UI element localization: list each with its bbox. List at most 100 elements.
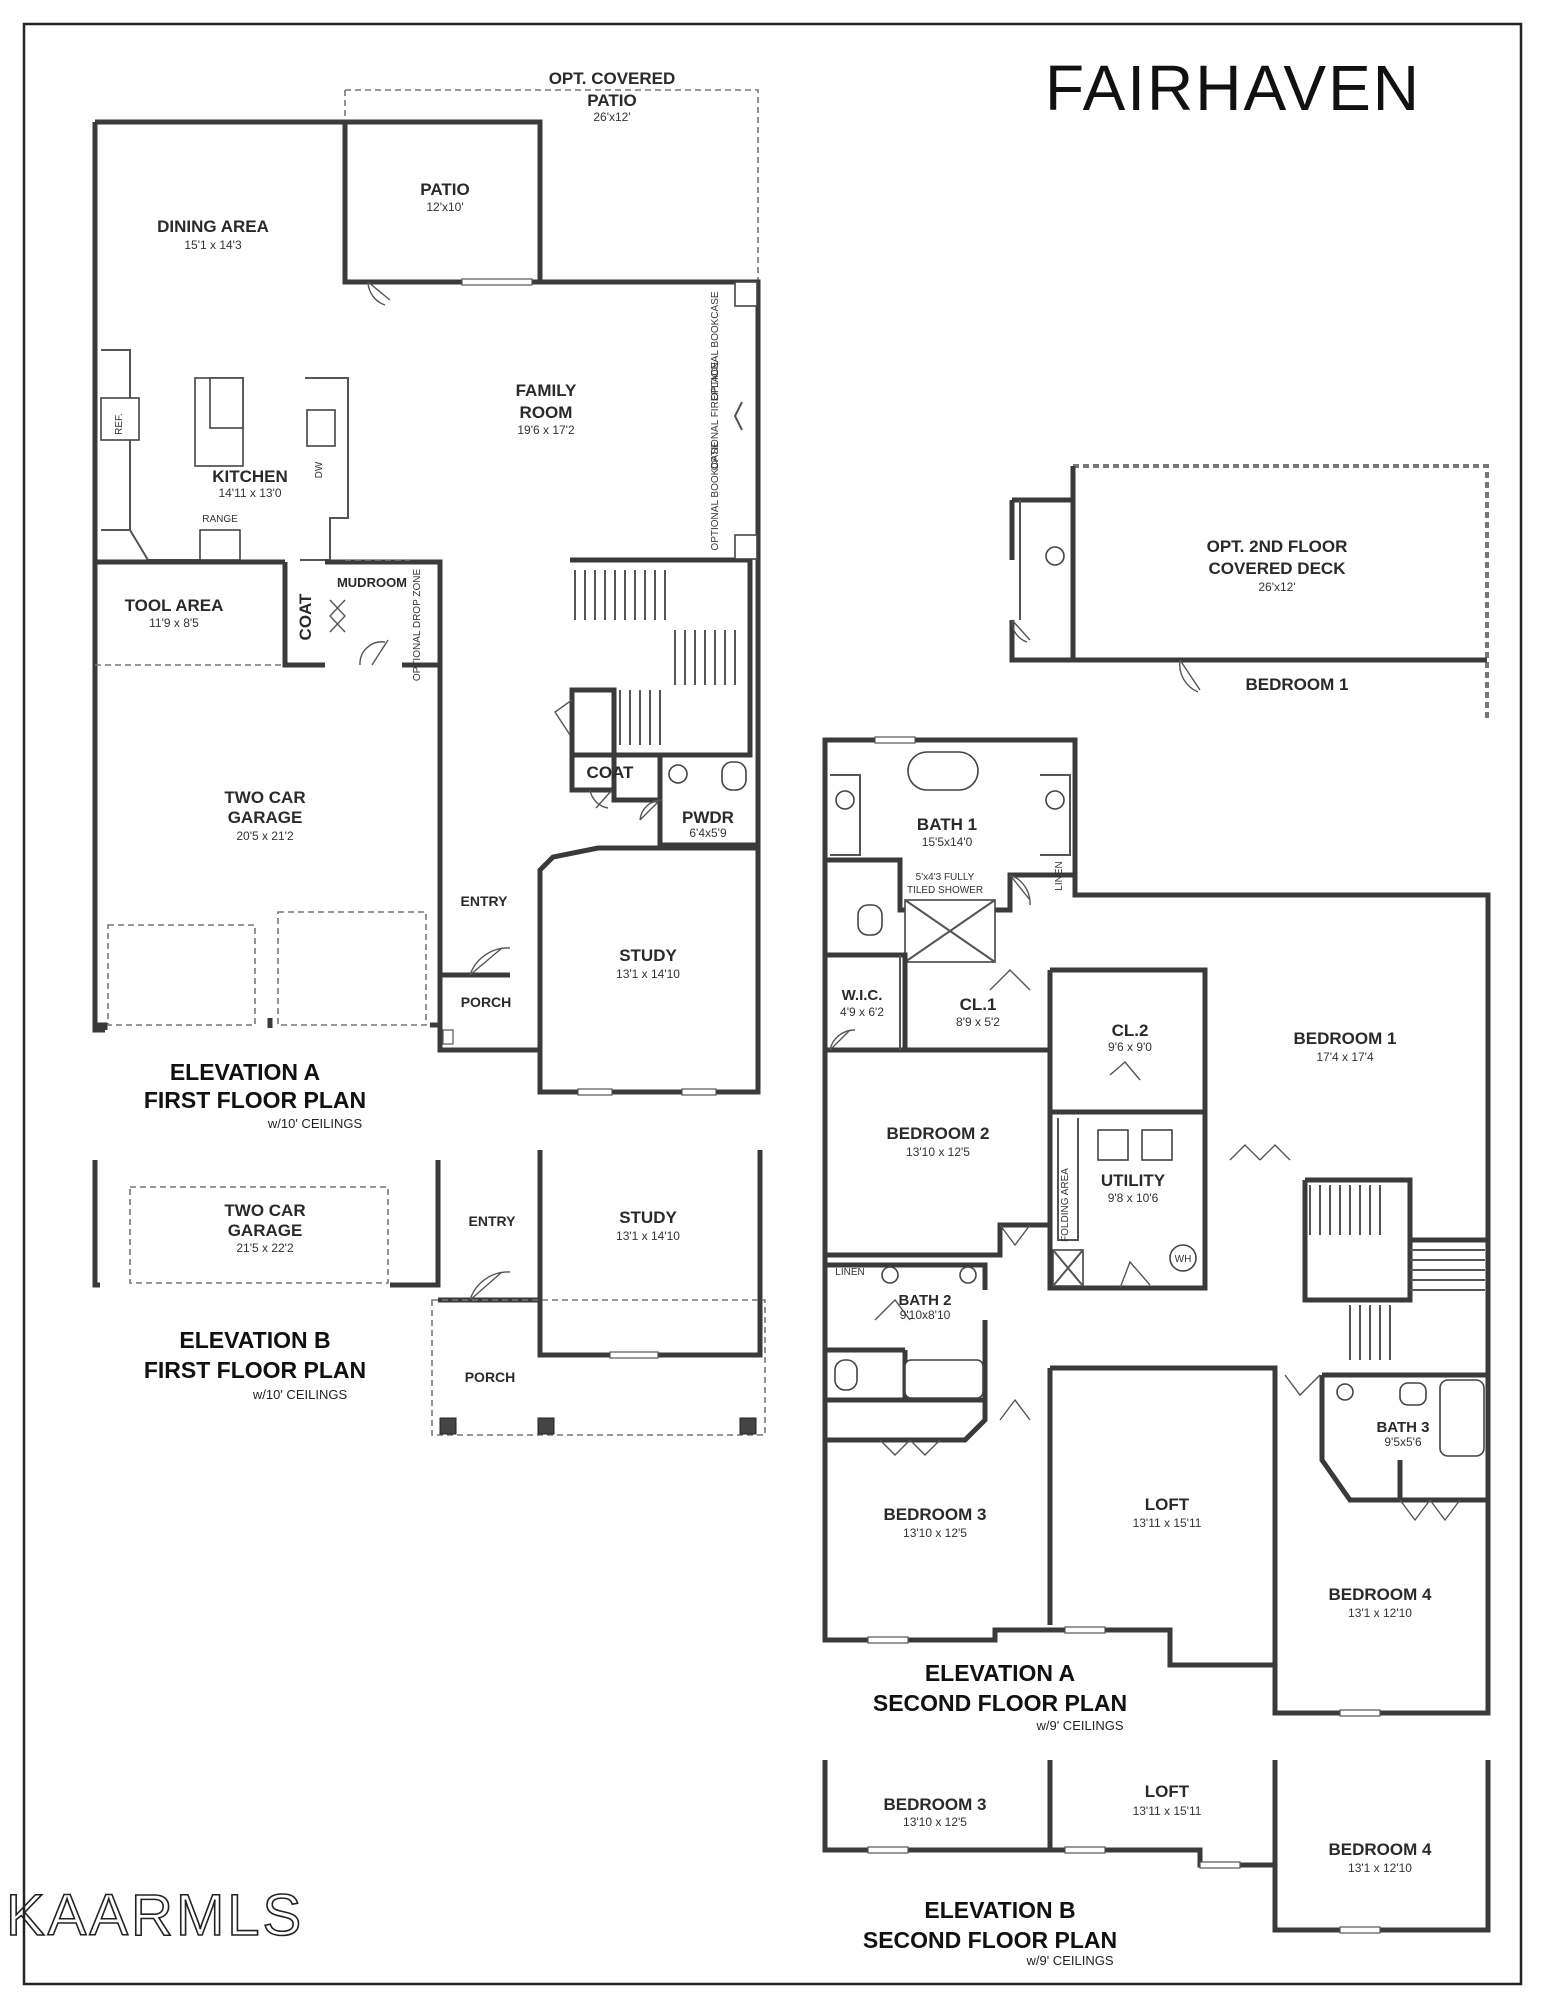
shower-cross — [904, 899, 996, 963]
patio-dims: 12'x10' — [426, 200, 463, 214]
bedroom1-label: BEDROOM 1 — [1294, 1029, 1397, 1048]
bedroom3-dims: 13'10 x 12'5 — [903, 1526, 967, 1540]
bath1-door-swing — [1009, 874, 1031, 906]
stair-2f-treads — [1309, 1185, 1485, 1360]
second-b-caption-2: SECOND FLOOR PLAN — [863, 1927, 1117, 1953]
garage-b-label-2: GARAGE — [228, 1221, 303, 1240]
second-b-caption-1: ELEVATION B — [924, 1897, 1075, 1923]
bath2-dims: 9'10x8'10 — [900, 1308, 951, 1322]
garage-b-door — [129, 1186, 389, 1284]
first-b-caption-note: w/10' CEILINGS — [252, 1387, 348, 1402]
opt-covered-patio-outline — [344, 89, 759, 282]
bedroom3-walls — [822, 1365, 1278, 1625]
drop-zone-label: OPTIONAL DROP ZONE — [412, 569, 423, 682]
bedroom4-double-door — [1399, 1499, 1461, 1522]
wh-label: WH — [1175, 1254, 1192, 1265]
garage-door-2 — [277, 911, 427, 1026]
kitchen-sink — [306, 409, 336, 447]
bath2-sink-1 — [881, 1266, 899, 1284]
stair-door-swing — [554, 699, 573, 736]
cl1-label: CL.1 — [960, 995, 997, 1014]
bath1-sink-left — [835, 790, 855, 810]
garage-a-label-1: TWO CAR — [224, 788, 305, 807]
bedroom4-b-label: BEDROOM 4 — [1329, 1840, 1433, 1859]
bedroom3-double-door — [879, 1439, 941, 1456]
entry-b-door-swing — [469, 1271, 511, 1301]
entry-b-label: ENTRY — [469, 1213, 517, 1229]
family-room-label-1: FAMILY — [516, 381, 577, 400]
wic-door-swing — [829, 1029, 856, 1051]
patio-label: PATIO — [420, 180, 469, 199]
pwdr-door-swing — [639, 799, 663, 821]
first-a-caption-note: w/10' CEILINGS — [267, 1116, 363, 1131]
bath2-door-swing — [874, 1298, 911, 1321]
tool-area-dims: 11'9 x 8'5 — [149, 616, 199, 630]
linen-1-label: LINEN — [1054, 861, 1065, 890]
bath2-toilet — [834, 1359, 858, 1391]
folding-area-counter — [1057, 1118, 1079, 1241]
cl1-dims: 8'9 x 5'2 — [956, 1015, 1000, 1029]
shower-label-1: 5'x4'3 FULLY — [916, 872, 975, 883]
dining-dims: 15'1 x 14'3 — [184, 238, 242, 252]
patio-window — [461, 278, 533, 286]
folding-area-label: FOLDING AREA — [1060, 1168, 1071, 1242]
bedroom2-door-swing — [999, 1224, 1031, 1247]
bath1-toilet — [857, 904, 883, 936]
fireplace — [733, 401, 743, 431]
loft-b-label: LOFT — [1145, 1782, 1190, 1801]
second-floor-elevation-b: BEDROOM 3 13'10 x 12'5 LOFT 13'11 x 15'1… — [822, 1760, 1491, 1934]
coat-1-label: COAT — [296, 593, 315, 641]
study-a-dims: 13'1 x 14'10 — [616, 967, 680, 981]
sheet-border — [22, 22, 1523, 1986]
bath3-label: BATH 3 — [1376, 1419, 1429, 1436]
bedroom4-b-window — [1339, 1926, 1381, 1934]
garage-door-1 — [107, 924, 256, 1026]
bath1-label: BATH 1 — [917, 815, 977, 834]
washer — [1097, 1129, 1129, 1161]
loft-b-window — [1064, 1846, 1106, 1854]
water-heater — [1169, 1244, 1197, 1272]
first-floor-elevation-b: TWO CAR GARAGE 21'5 x 22'2 ENTRY STUDY 1… — [92, 1150, 766, 1436]
bath1-vanity-left — [830, 774, 861, 856]
porch-b-outline — [431, 1299, 766, 1436]
opt-covered-patio-label-2: PATIO — [587, 91, 636, 110]
pwdr-sink — [668, 764, 688, 784]
bedroom1-dims: 17'4 x 17'4 — [1316, 1050, 1374, 1064]
dryer — [1141, 1129, 1173, 1161]
bookcase-bottom-box — [734, 534, 758, 560]
opt-covered-patio-label-1: OPT. COVERED — [549, 69, 676, 88]
bath1-dims: 15'5x14'0 — [922, 835, 973, 849]
loft-door-swing — [999, 1398, 1031, 1421]
bedroom3-window — [867, 1636, 909, 1644]
study-a-label: STUDY — [619, 946, 677, 965]
wic-label: W.I.C. — [842, 987, 883, 1004]
bedroom3-b-dims: 13'10 x 12'5 — [903, 1815, 967, 1829]
family-room-label-2: ROOM — [520, 403, 573, 422]
second-floor-opt-deck: OPT. 2ND FLOOR COVERED DECK 26'x12' BEDR… — [1009, 464, 1489, 718]
bedroom4-dims: 13'1 x 12'10 — [1348, 1606, 1412, 1620]
porch-b-post-1 — [439, 1417, 457, 1435]
cl2-label: CL.2 — [1112, 1021, 1149, 1040]
bath2-sink-2 — [959, 1266, 977, 1284]
bedroom2-dims: 13'10 x 12'5 — [906, 1145, 970, 1159]
bath3-toilet — [1399, 1382, 1427, 1406]
kitchen-dims: 14'11 x 13'0 — [218, 486, 281, 500]
bedroom3-b-window — [867, 1846, 909, 1854]
opt-deck-dims: 26'x12' — [1258, 580, 1295, 594]
bedroom4-window — [1339, 1709, 1381, 1717]
opt-deck-dashed-top — [1073, 464, 1489, 718]
bookcase-top-box — [734, 281, 758, 307]
first-floor-elevation-a: OPT. COVERED PATIO 26'x12' PATIO 12'x10'… — [92, 69, 761, 1096]
bath3-door-swing — [1284, 1374, 1321, 1397]
opt-deck-label-1: OPT. 2ND FLOOR — [1207, 537, 1348, 556]
stair-treads — [574, 570, 736, 745]
wic-cl-walls — [825, 952, 1208, 1255]
opt-deck-wall — [1009, 466, 1487, 663]
family-room-dims: 19'6 x 17'2 — [517, 423, 575, 437]
refrigerator — [100, 397, 140, 441]
bath1-window — [874, 736, 916, 744]
entry-b-wall — [537, 1150, 763, 1358]
opt-bookcase-2-label: OPTIONAL BOOKCASE — [710, 441, 721, 550]
pwdr-label: PWDR — [682, 808, 734, 827]
